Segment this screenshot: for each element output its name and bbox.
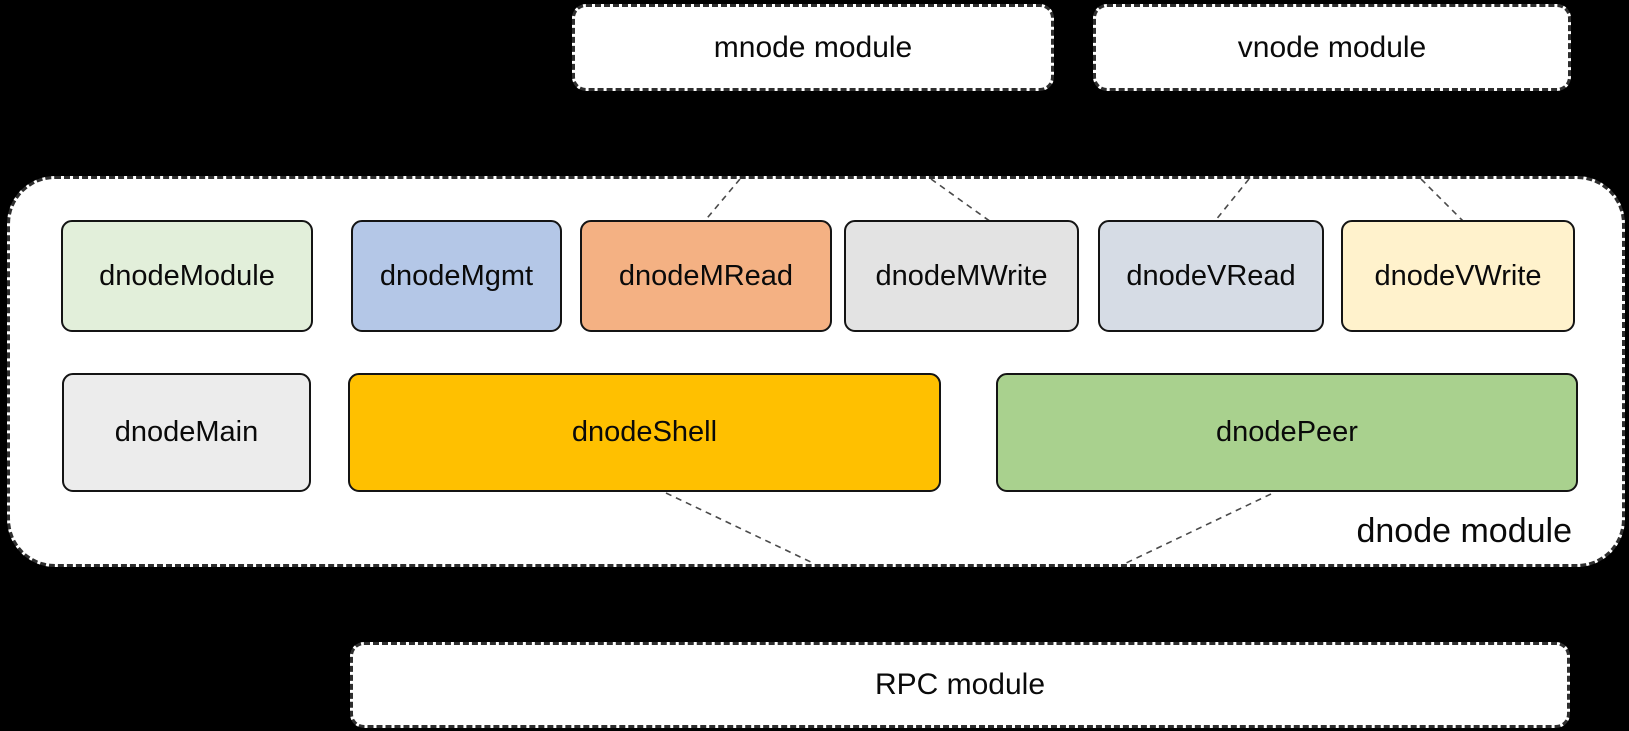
component-dnodeMWrite: dnodeMWrite xyxy=(844,220,1079,332)
component-label: dnodeMain xyxy=(114,416,259,448)
component-dnodePeer: dnodePeer xyxy=(996,373,1578,492)
connector-mnode-dnodeMWrite xyxy=(930,179,992,223)
mnode-module-label: mnode module xyxy=(713,30,913,64)
component-label: dnodeMRead xyxy=(618,259,794,292)
component-label: dnodeModule xyxy=(99,259,275,292)
dnode-module-container: dnodeModule dnodeMgmt dnodeMRead dnodeMW… xyxy=(7,176,1625,567)
component-dnodeMain: dnodeMain xyxy=(62,373,311,492)
vnode-module-label: vnode module xyxy=(1237,30,1427,64)
mnode-module-box: mnode module xyxy=(572,4,1054,91)
component-label: dnodeVRead xyxy=(1126,259,1296,292)
component-dnodeVWrite: dnodeVWrite xyxy=(1341,220,1575,332)
connector-vnode-dnodeVRead xyxy=(1214,179,1250,222)
component-dnodeModule: dnodeModule xyxy=(61,220,313,332)
connector-dnodePeer-rpc xyxy=(1123,493,1272,564)
rpc-module-box: RPC module xyxy=(350,642,1570,728)
component-label: dnodePeer xyxy=(1216,416,1358,448)
component-dnodeVRead: dnodeVRead xyxy=(1098,220,1324,332)
rpc-module-label: RPC module xyxy=(874,668,1046,701)
component-dnodeMRead: dnodeMRead xyxy=(580,220,832,332)
component-label: dnodeMgmt xyxy=(379,259,534,292)
dnode-module-label: dnode module xyxy=(1356,512,1572,550)
connector-dnodeShell-rpc xyxy=(665,492,816,564)
component-label: dnodeVWrite xyxy=(1374,259,1542,292)
component-dnodeShell: dnodeShell xyxy=(348,373,941,492)
component-label: dnodeMWrite xyxy=(875,259,1048,292)
connector-mnode-dnodeMRead xyxy=(702,179,741,224)
vnode-module-box: vnode module xyxy=(1093,4,1571,91)
component-label: dnodeShell xyxy=(571,416,718,448)
connector-vnode-dnodeVWrite xyxy=(1420,179,1464,222)
component-dnodeMgmt: dnodeMgmt xyxy=(351,220,562,332)
